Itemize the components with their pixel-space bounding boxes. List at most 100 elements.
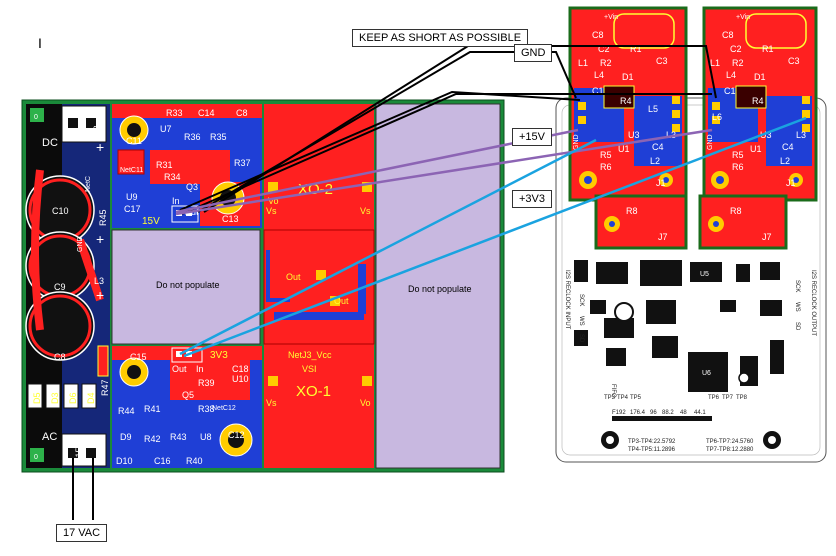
svg-text:C3: C3 [656,56,668,66]
svg-text:R1: R1 [762,44,774,54]
svg-text:U8: U8 [200,432,212,442]
svg-text:R2: R2 [600,58,612,68]
svg-text:R41: R41 [144,404,161,414]
svg-text:+: + [96,287,104,303]
svg-text:R4: R4 [752,96,764,106]
svg-text:R33: R33 [166,108,183,118]
svg-text:96: 96 [650,410,657,416]
svg-text:L1: L1 [710,58,720,68]
do-not-populate-left: Do not populate [111,229,261,345]
osc-module-right: +Vin C8 C2 R1 L1 R2 C3 L4 D1 C1 R4 L6 U3… [698,6,818,250]
svg-text:R4: R4 [620,96,632,106]
svg-text:176.4: 176.4 [630,410,646,416]
svg-text:C17: C17 [124,204,141,214]
vac-callout: 17 VAC [56,524,108,542]
svg-text:XO-1: XO-1 [296,383,331,400]
svg-text:L3: L3 [666,130,676,140]
svg-text:C8: C8 [54,352,66,362]
svg-text:C8: C8 [236,108,248,118]
svg-text:15V: 15V [142,216,160,227]
svg-text:U3: U3 [628,130,640,140]
svg-text:U10: U10 [232,374,249,384]
svg-text:C9: C9 [54,282,66,292]
osc-module-left: +Vin C8 C2 R1 L1 R2 C3 L4 D1 C1 R4 L5 U3… [568,6,688,250]
svg-text:In: In [196,364,204,374]
svg-text:NetC11: NetC11 [120,167,143,174]
svg-text:L4: L4 [726,70,736,80]
svg-text:C2: C2 [598,44,610,54]
svg-text:R36: R36 [184,132,201,142]
svg-text:F192: F192 [612,410,626,416]
fifo-label: FIFO [610,384,616,398]
svg-text:C12: C12 [228,430,245,440]
svg-text:R6: R6 [732,162,744,172]
svg-text:GND: GND [77,236,84,252]
svg-text:R31: R31 [156,160,173,170]
svg-text:88.2: 88.2 [662,410,674,416]
svg-text:GND: GND [707,134,714,150]
svg-text:Vo: Vo [360,398,371,408]
svg-text:+: + [96,139,104,155]
tp4-label: TP4 [617,395,629,401]
svg-text:48: 48 [680,410,687,416]
svg-text:C14: C14 [198,108,215,118]
svg-text:U1: U1 [618,144,630,154]
svg-text:R40: R40 [186,456,203,466]
svg-text:Q3: Q3 [186,182,198,192]
sd-out-label: SD [794,322,800,331]
svg-text:D5: D5 [32,392,42,404]
xo-area: XO-2 XO-1 Vs Vs Vs Vo Vo Out Out NetJ3_V… [263,104,375,468]
svg-text:NetC: NetC [85,176,92,192]
svg-text:L3: L3 [94,276,104,286]
ws-out-label: WS [794,302,800,312]
svg-text:L2: L2 [780,156,790,166]
u5-label: U5 [700,271,709,278]
svg-text:3V3: 3V3 [210,350,228,361]
svg-text:Vs: Vs [360,206,371,216]
tp-left-2: TP4-TP5:11.2896 [628,447,676,453]
svg-text:D1: D1 [622,72,634,82]
svg-text:C3: C3 [788,56,800,66]
reclock-output-title: I2S RECLOCK OUTPUT [810,270,816,336]
svg-text:D4: D4 [86,392,96,404]
svg-text:R2: R2 [732,58,744,68]
svg-text:L3: L3 [796,130,806,140]
svg-text:D10: D10 [116,456,133,466]
svg-text:+Vin: +Vin [604,14,618,21]
svg-text:R38: R38 [198,404,215,414]
svg-text:In: In [172,196,180,206]
svg-text:D6: D6 [68,392,78,404]
svg-text:R5: R5 [732,150,744,160]
svg-text:DC: DC [42,137,58,149]
tp-left-1: TP3-TP4:22.5792 [628,439,676,445]
plus15v-callout: +15V [512,128,552,146]
sck-in-label: SCK [578,294,584,306]
svg-text:Do not populate: Do not populate [156,280,220,290]
svg-text:C4: C4 [652,142,664,152]
svg-text:J15: J15 [74,447,84,462]
svg-text:D1: D1 [754,72,766,82]
svg-text:R1: R1 [630,44,642,54]
svg-text:L4: L4 [594,70,604,80]
svg-text:C1: C1 [592,86,604,96]
frequency-selector: F192 176.4 96 88.2 48 44.1 [612,410,712,421]
do-not-populate-right: Do not populate [375,103,501,469]
svg-text:R39: R39 [198,378,215,388]
svg-text:U9: U9 [126,192,138,202]
svg-text:R35: R35 [210,132,227,142]
svg-text:D3: D3 [50,392,60,404]
cap-c10: C10 [25,175,95,245]
svg-text:D9: D9 [120,432,132,442]
svg-text:C18: C18 [232,364,249,374]
svg-text:NetC12: NetC12 [212,405,236,412]
ws-in-label: WS [578,316,584,326]
svg-text:44.1: 44.1 [694,410,706,416]
svg-text:NetJ3_Vcc: NetJ3_Vcc [288,350,332,360]
svg-text:R47: R47 [100,379,110,396]
svg-text:C2: C2 [730,44,742,54]
svg-text:VSI: VSI [302,364,317,374]
svg-text:C10: C10 [52,206,69,216]
cap-c8: C8 [25,291,95,362]
plus3v3-callout: +3V3 [512,190,552,208]
tp-right-1: TP6-TP7:24.5760 [706,439,754,445]
